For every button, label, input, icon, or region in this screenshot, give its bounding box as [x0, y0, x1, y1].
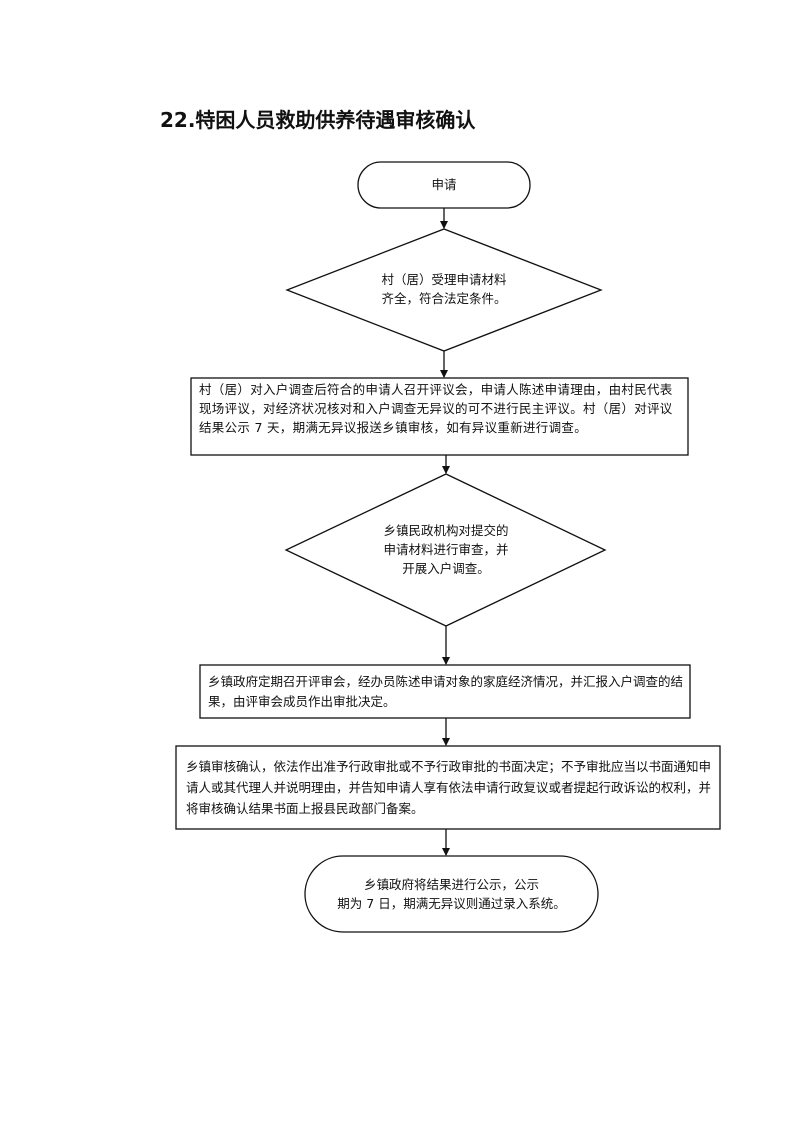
step2-label: 乡镇政府定期召开评审会，经办员陈述申请对象的家庭经济情况，并汇报入户调查的结果，… — [208, 674, 684, 709]
step3-box — [175, 745, 721, 830]
decision2-label: 乡镇民政机构对提交的 申请材料进行审查，并 开展入户调查。 — [330, 521, 562, 578]
step1-label: 村（居）对入户调查后符合的申请人召开评议会，申请人陈述申请理由，由村民代表现场评… — [199, 382, 673, 435]
page-title: 22.特困人员救助供养待遇审核确认 — [160, 108, 476, 132]
decision2-line: 申请材料进行审查，并 — [383, 542, 509, 557]
decision1-line: 村（居）受理申请材料 — [381, 272, 507, 287]
decision1-line: 齐全，符合法定条件。 — [381, 291, 507, 306]
step3-label: 乡镇审核确认，依法作出准予行政审批或不予行政审批的书面决定；不予审批应当以书面通… — [186, 759, 712, 816]
decision1-label: 村（居）受理申请材料 齐全，符合法定条件。 — [330, 270, 558, 308]
decision2-line: 开展入户调查。 — [402, 561, 490, 576]
end-terminator — [304, 855, 599, 933]
start-label: 申请 — [431, 177, 457, 192]
end-label: 乡镇政府将结果进行公示，公示 期为 7 日，期满无异议则通过录入系统。 — [305, 875, 598, 913]
step1-box — [190, 377, 689, 456]
decision2-line: 乡镇民政机构对提交的 — [383, 523, 509, 538]
end-line: 期为 7 日，期满无异议则通过录入系统。 — [337, 896, 566, 911]
end-line: 乡镇政府将结果进行公示，公示 — [363, 877, 539, 892]
step2-box — [199, 664, 691, 719]
